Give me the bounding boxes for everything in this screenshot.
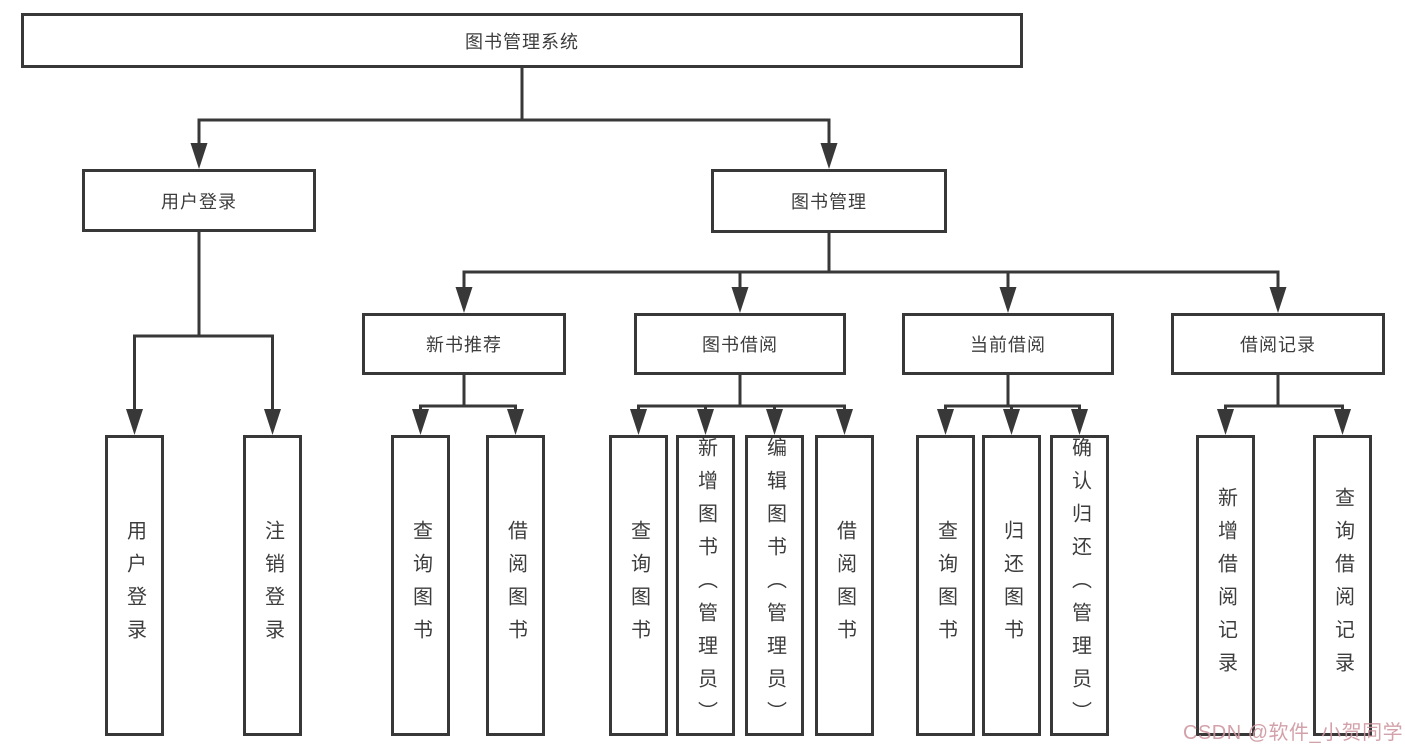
node-book-borrowing: 图书借阅 <box>634 313 846 375</box>
node-new-book-recommend: 新书推荐 <box>362 313 566 375</box>
node-borrow-records: 借阅记录 <box>1171 313 1385 375</box>
leaf-add-borrow-record-label: 新增借阅记录 <box>1214 486 1237 685</box>
leaf-borrow-books-label: 借阅图书 <box>833 519 856 652</box>
leaf-user-login: 用户登录 <box>105 435 164 736</box>
node-borrow-records-label: 借阅记录 <box>1240 335 1316 355</box>
connector-userlogin-to-leaves <box>133 232 274 410</box>
connector-root-to-level2 <box>197 68 831 144</box>
node-new-book-recommend-label: 新书推荐 <box>426 335 502 355</box>
node-book-borrowing-label: 图书借阅 <box>702 335 778 355</box>
leaf-confirm-return-admin-label: 确认归还（管理员） <box>1068 437 1091 734</box>
leaf-edit-books-admin: 编辑图书（管理员） <box>745 435 804 736</box>
leaf-return-books: 归还图书 <box>982 435 1041 736</box>
leaf-query-borrow-record-label: 查询借阅记录 <box>1331 486 1354 685</box>
leaf-query-books-recommend-label: 查询图书 <box>409 519 432 652</box>
connector-bookmgmt-to-level3 <box>462 233 1280 288</box>
arrowheads <box>126 143 1351 435</box>
leaf-borrow-books-recommend-label: 借阅图书 <box>504 519 527 652</box>
leaf-query-books-current-label: 查询图书 <box>934 519 957 652</box>
node-user-login: 用户登录 <box>82 169 316 232</box>
leaf-query-books-current: 查询图书 <box>916 435 975 736</box>
node-current-borrowing-label: 当前借阅 <box>970 335 1046 355</box>
node-current-borrowing: 当前借阅 <box>902 313 1114 375</box>
leaf-borrow-books-recommend: 借阅图书 <box>486 435 545 736</box>
node-book-management-label: 图书管理 <box>791 192 867 212</box>
node-root-label: 图书管理系统 <box>465 31 579 52</box>
connector-borrowing-to-leaves <box>637 375 846 411</box>
leaf-borrow-books: 借阅图书 <box>815 435 874 736</box>
leaf-user-login-label: 用户登录 <box>123 519 146 652</box>
leaf-logout-label: 注销登录 <box>261 519 284 652</box>
leaf-edit-books-admin-label: 编辑图书（管理员） <box>763 437 786 734</box>
connector-newbooks-to-leaves <box>419 375 517 411</box>
leaf-add-books-admin: 新增图书（管理员） <box>676 435 735 736</box>
node-book-management: 图书管理 <box>711 169 947 233</box>
leaf-query-books-recommend: 查询图书 <box>391 435 450 736</box>
csdn-watermark: CSDN @软件_小贺同学 <box>1183 722 1404 744</box>
leaf-return-books-label: 归还图书 <box>1000 519 1023 652</box>
connector-current-to-leaves <box>944 375 1081 411</box>
leaf-query-books-borrowing: 查询图书 <box>609 435 668 736</box>
connector-records-to-leaves <box>1224 375 1344 411</box>
leaf-query-books-borrowing-label: 查询图书 <box>627 519 650 652</box>
leaf-confirm-return-admin: 确认归还（管理员） <box>1050 435 1109 736</box>
node-root: 图书管理系统 <box>21 13 1023 68</box>
leaf-logout: 注销登录 <box>243 435 302 736</box>
leaf-query-borrow-record: 查询借阅记录 <box>1313 435 1372 736</box>
node-user-login-label: 用户登录 <box>161 191 237 212</box>
leaf-add-borrow-record: 新增借阅记录 <box>1196 435 1255 736</box>
leaf-add-books-admin-label: 新增图书（管理员） <box>694 437 717 734</box>
